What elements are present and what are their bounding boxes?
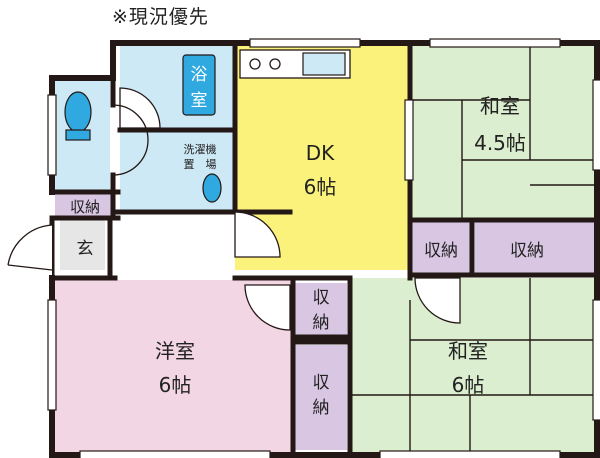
washer-label-line2: 置 場 <box>184 158 217 171</box>
washitsu-6-name: 和室 <box>448 339 488 363</box>
storage-d-line2: 納 <box>313 398 330 418</box>
washitsu-4-5-size: 4.5帖 <box>474 131 526 155</box>
storage-d-line1: 収 <box>313 373 330 393</box>
inner-walls <box>49 40 600 458</box>
storage-hall-room <box>55 193 115 218</box>
entrance-label: 玄 <box>77 239 94 259</box>
storage-a-room <box>410 220 470 275</box>
washbasin-icon <box>202 173 222 203</box>
kitchen-sink-icon <box>302 52 346 76</box>
washer-label-line1: 洗濯機 <box>184 142 217 156</box>
bath-label-1: 浴 <box>191 65 208 85</box>
washitsu-6 <box>350 278 595 455</box>
note-text: ※現況優先 <box>112 6 209 28</box>
storage-b-room <box>475 220 595 275</box>
youshitsu-name: 洋室 <box>155 339 195 363</box>
windows <box>47 38 600 458</box>
storage-a-label: 収納 <box>424 241 458 261</box>
bath-label-2: 室 <box>191 91 208 111</box>
storage-d-room <box>295 345 347 450</box>
storage-c-line1: 収 <box>313 288 330 308</box>
washitsu-6-size: 6帖 <box>452 373 485 397</box>
tatami-lines <box>350 45 595 455</box>
door-swings <box>0 87 461 331</box>
entrance-room <box>60 220 105 270</box>
washitsu-4-5-name: 和室 <box>480 94 520 118</box>
storage-hall-label: 収納 <box>70 198 100 216</box>
dk-size: 6帖 <box>304 175 337 199</box>
dk-name: DK <box>306 141 335 165</box>
youshitsu-size: 6帖 <box>159 373 192 397</box>
bathtub-icon <box>182 54 216 116</box>
storage-c-room <box>295 283 347 335</box>
toilet-icon <box>64 91 92 141</box>
washitsu-4-5 <box>410 45 595 220</box>
storage-c-line2: 納 <box>313 313 330 333</box>
storage-b-label: 収納 <box>510 241 544 261</box>
